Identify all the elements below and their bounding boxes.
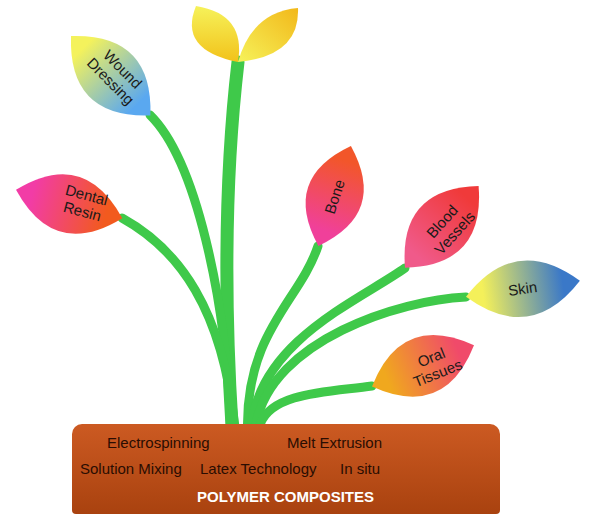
leaf-outline bbox=[305, 146, 363, 246]
top-leaf bbox=[192, 6, 239, 62]
stem-connector bbox=[252, 268, 405, 424]
stem-connector bbox=[260, 386, 372, 424]
method-label: Latex Technology bbox=[200, 460, 316, 477]
leaf-node: Oral Tissues bbox=[370, 337, 476, 395]
leaf-node: Skin bbox=[464, 259, 582, 318]
leaf-node: Bone bbox=[306, 144, 363, 248]
method-label: In situ bbox=[340, 460, 380, 477]
leaf-node: Blood Vessels bbox=[403, 184, 481, 270]
leaf-outline bbox=[466, 261, 580, 318]
leaf-node: Wound Dressing bbox=[69, 34, 152, 117]
method-label: Melt Extrusion bbox=[287, 434, 382, 451]
leaf-node: Dental Resin bbox=[14, 174, 124, 234]
stem-connector bbox=[122, 218, 235, 424]
top-leaf bbox=[238, 8, 298, 62]
method-label: Solution Mixing bbox=[80, 460, 182, 477]
stem-connector bbox=[150, 115, 230, 424]
pot-band: Electrospinning Melt ExtrusionSolution Mi… bbox=[72, 424, 500, 514]
method-label: Electrospinning bbox=[107, 434, 210, 451]
base-title: POLYMER COMPOSITES bbox=[197, 488, 374, 505]
